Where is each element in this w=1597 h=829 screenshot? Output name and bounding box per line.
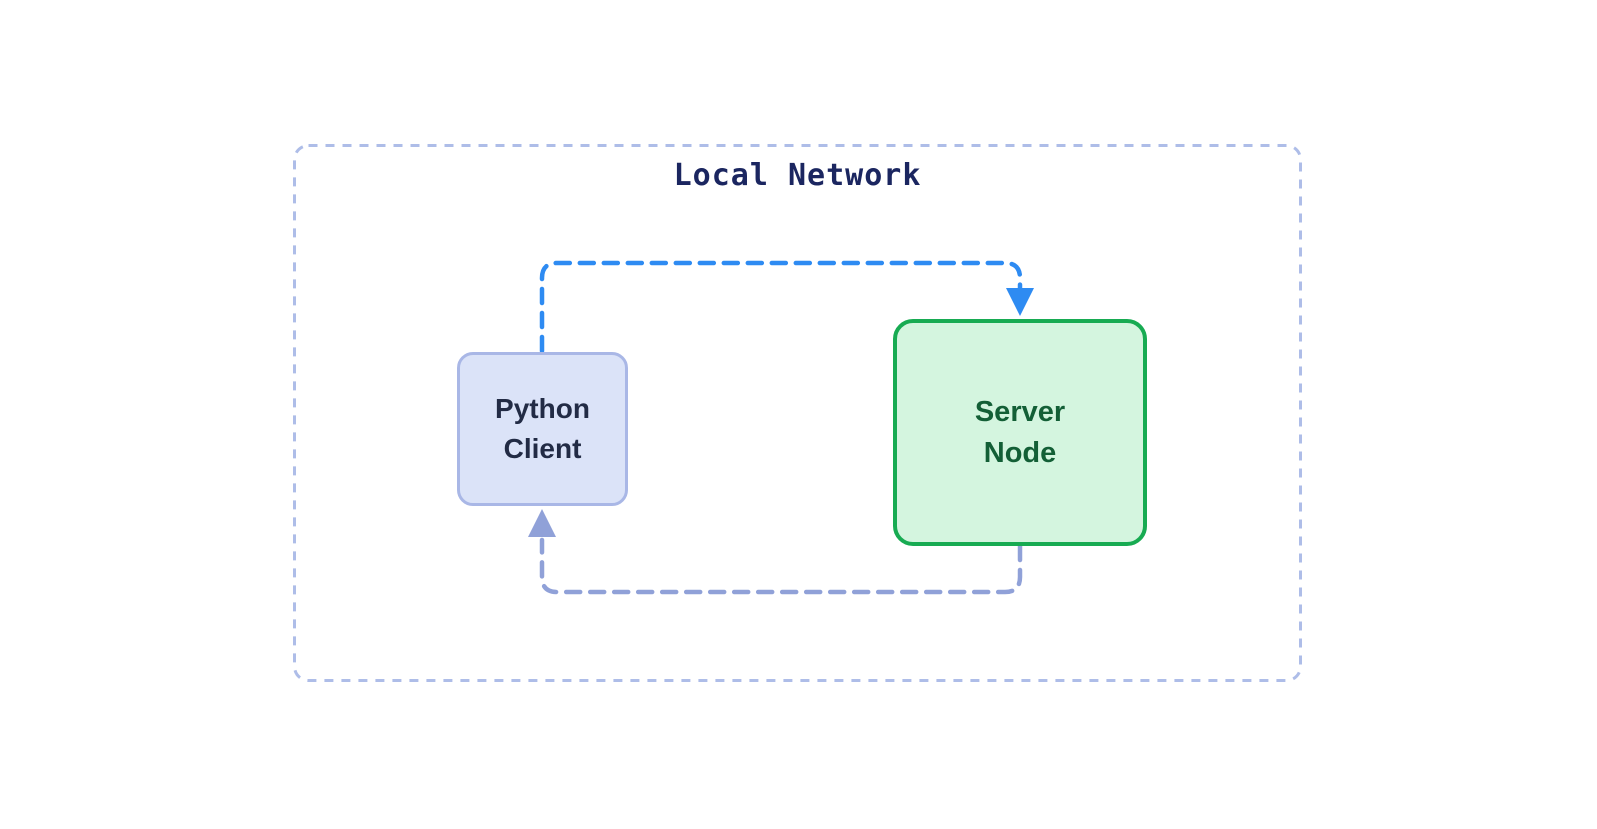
edge-server-to-client-arrowhead bbox=[528, 509, 556, 537]
node-python-client-label-line1: Python bbox=[495, 393, 590, 424]
node-server-node-label-line2: Node bbox=[983, 436, 1057, 469]
edge-server-to-client bbox=[539, 537, 1023, 595]
edge-client-to-server-arrowhead bbox=[1006, 288, 1034, 316]
node-python-client-label-line2: Client bbox=[503, 433, 582, 464]
edge-client-to-server bbox=[539, 260, 1023, 354]
local-network-title: Local Network bbox=[673, 158, 922, 193]
node-server-node: Server Node bbox=[893, 319, 1147, 546]
local-network-boundary bbox=[293, 144, 1302, 682]
node-python-client: Python Client bbox=[457, 352, 628, 506]
node-server-node-label-line1: Server bbox=[974, 395, 1066, 428]
